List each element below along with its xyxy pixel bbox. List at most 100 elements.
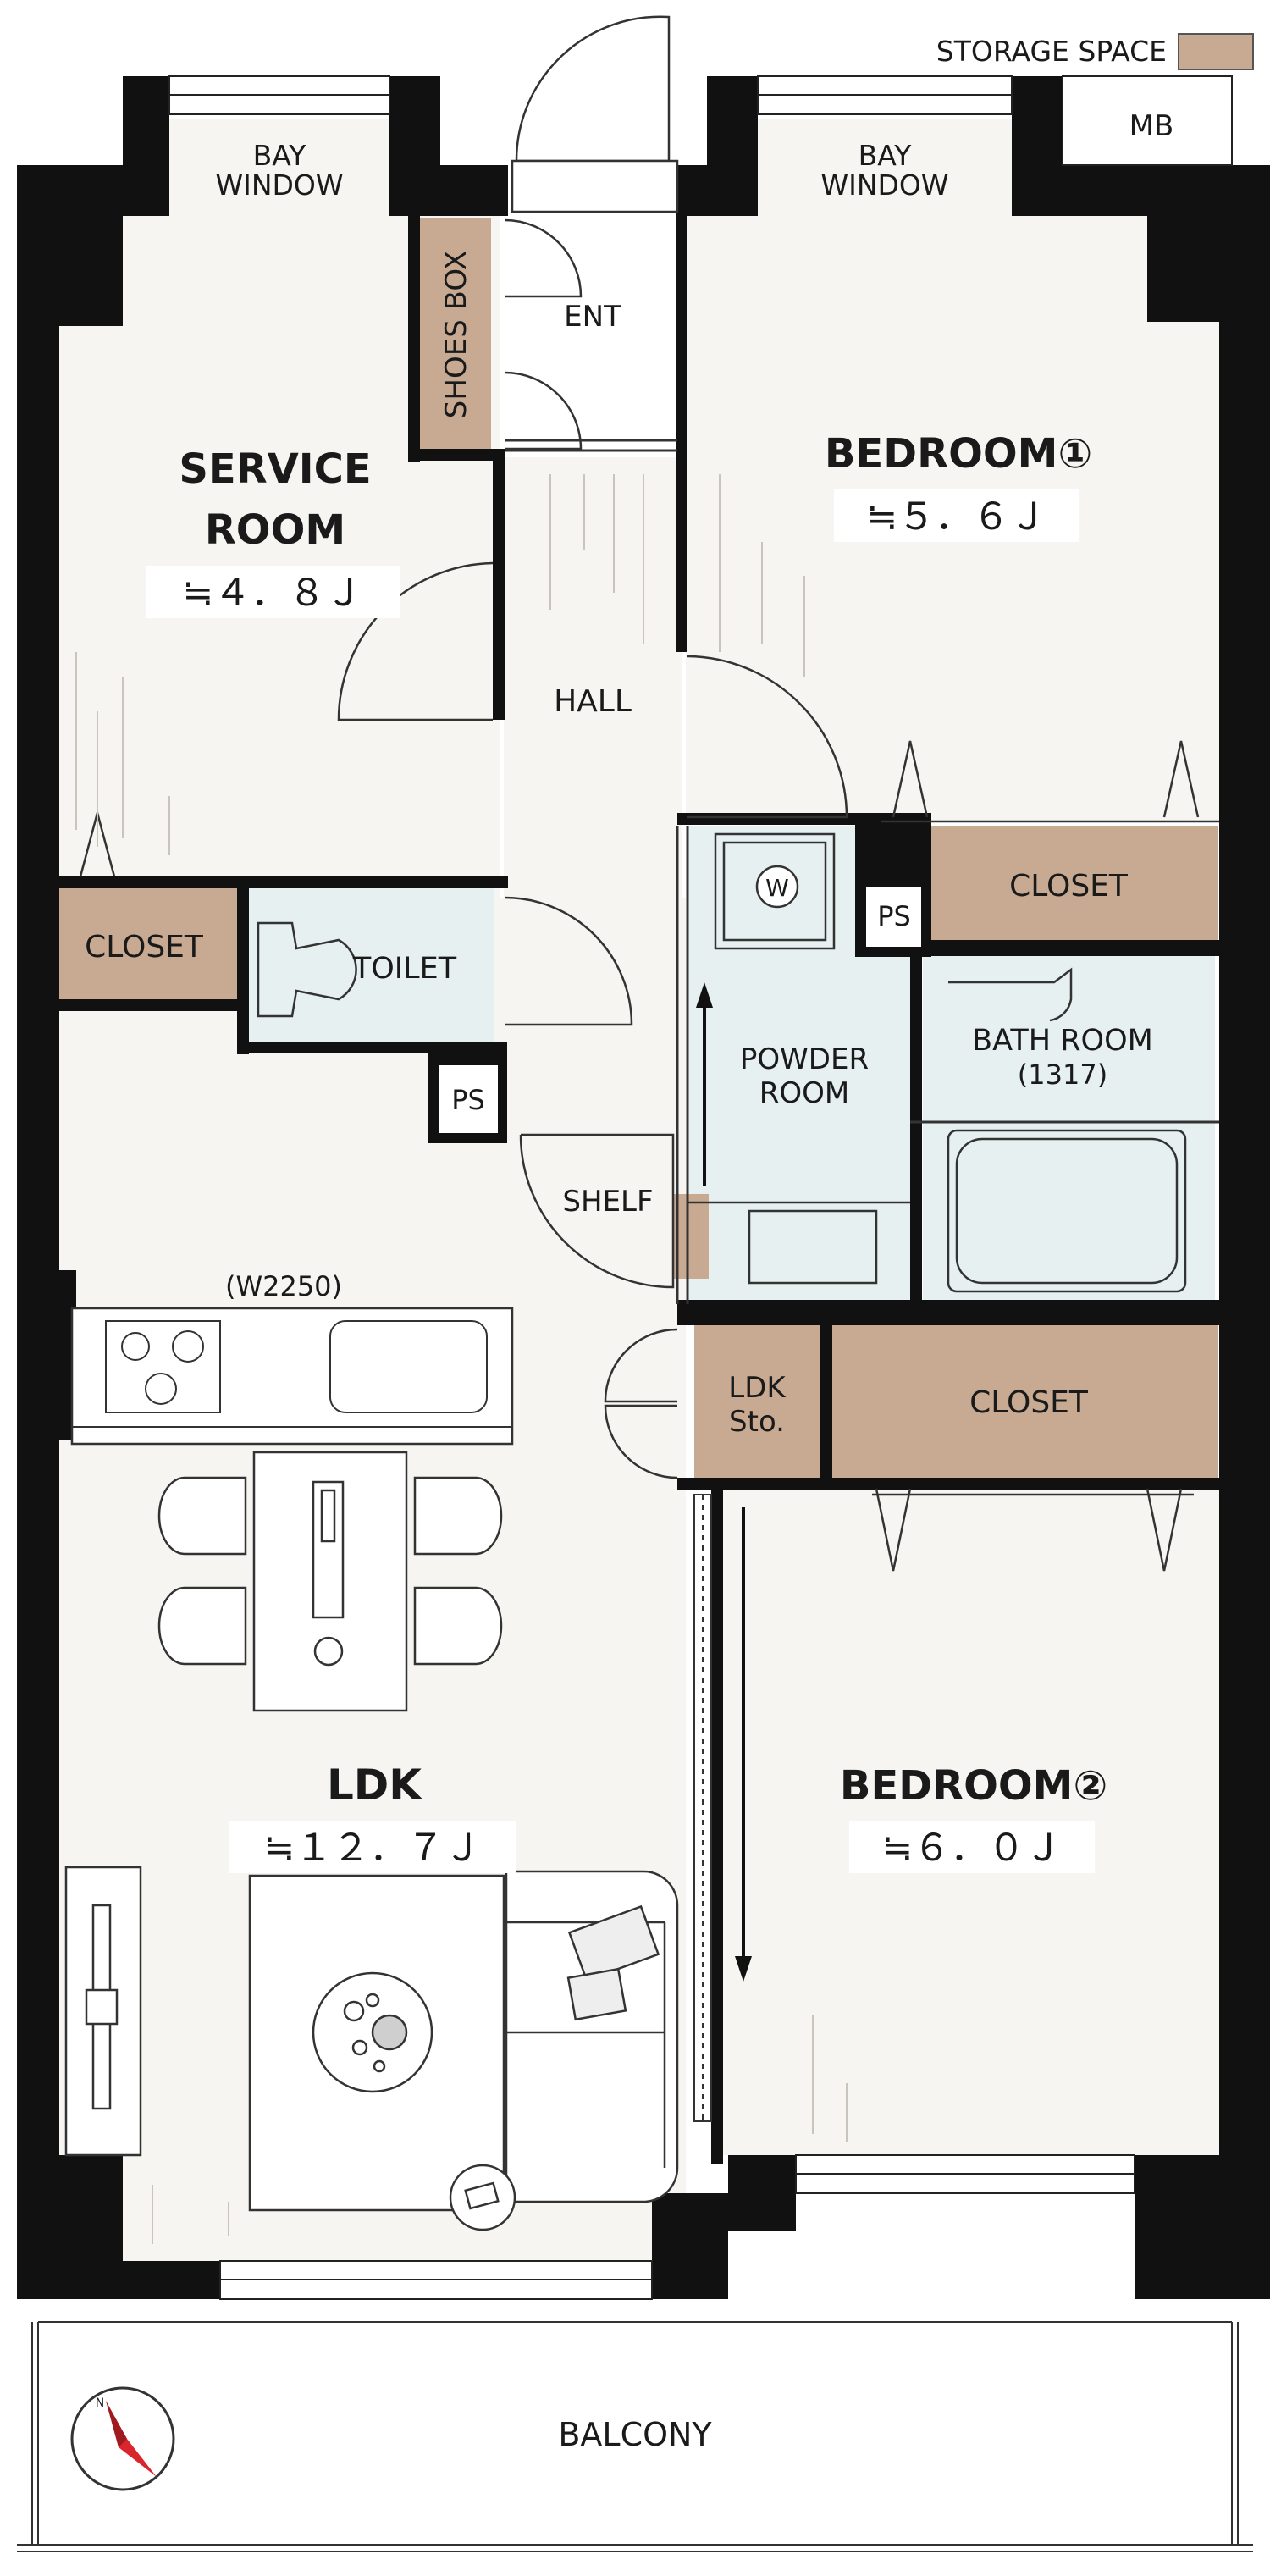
bath-room-size: (1317) xyxy=(1018,1059,1107,1091)
door-ldksto-b xyxy=(604,1404,678,1479)
door-shoes-b xyxy=(504,371,583,451)
service-room-area: ≒４．８Ｊ xyxy=(183,572,363,615)
wall-powder-bath xyxy=(910,944,922,1317)
powder-room-line2: ROOM xyxy=(759,1076,849,1110)
entrance-label: ENT xyxy=(564,300,621,334)
stove xyxy=(105,1320,221,1413)
bedroom2-area: ≒６．０Ｊ xyxy=(882,1827,1063,1870)
bay-right-floor xyxy=(754,119,1012,216)
door-entrance xyxy=(515,15,671,163)
powder-room-line1: POWDER xyxy=(740,1042,869,1076)
wall-wet-bottom xyxy=(677,1300,1228,1325)
floor-texture xyxy=(75,474,848,2244)
vanity xyxy=(748,1209,878,1285)
wall-toilet-top xyxy=(229,876,508,888)
closet-bedroom2 xyxy=(832,1325,1218,1478)
door-shoes-a xyxy=(504,218,583,298)
closet-bedroom2-label: CLOSET xyxy=(969,1385,1089,1420)
walls xyxy=(17,76,1270,2299)
toilet-label: TOILET xyxy=(352,952,457,986)
closet-service-label: CLOSET xyxy=(85,930,204,965)
wall-toilet-left xyxy=(237,876,249,1054)
wall-closet-service-top xyxy=(59,876,237,888)
door-bedroom1 xyxy=(687,655,848,819)
ldk-area: ≒１２．７Ｊ xyxy=(264,1827,482,1870)
kitchen-width-label: (W2250) xyxy=(225,1270,342,1302)
closet-bedroom1-label: CLOSET xyxy=(1009,869,1129,904)
hall-label: HALL xyxy=(554,684,632,719)
bay-window-right-line1: BAY xyxy=(859,139,913,172)
wall-closet2-bottom xyxy=(677,1478,1228,1490)
shelf-box xyxy=(673,1194,709,1279)
wall-bottom-right xyxy=(1135,2155,1270,2299)
wall-shoes-bottom xyxy=(408,449,505,461)
door-entrance-frame xyxy=(511,159,679,213)
thin-partitions xyxy=(505,439,1219,1304)
bay-window-left-line1: BAY xyxy=(253,139,307,172)
ldk-storage-line1: LDK xyxy=(728,1371,787,1405)
wall-right-pillar xyxy=(1147,165,1219,322)
wall-toilet-bottom xyxy=(237,1042,432,1053)
kitchen-counter xyxy=(70,1307,514,1446)
shoes-box-label: SHOES BOX xyxy=(439,251,473,418)
sofa xyxy=(505,1870,679,2203)
ldk-storage xyxy=(694,1325,820,1478)
bedroom2-name: BEDROOM② xyxy=(840,1762,1107,1810)
wall-powder-top xyxy=(677,813,881,825)
wall-left-pillar xyxy=(59,216,123,326)
wall-bottom-right2 xyxy=(728,2155,796,2231)
wall-left xyxy=(17,165,59,2299)
compass-letter: N xyxy=(96,2396,104,2410)
toilet-fixture xyxy=(257,921,357,1018)
wall-top-mid-left xyxy=(389,165,508,216)
bedroom2-floor xyxy=(720,1478,1219,2155)
sink xyxy=(329,1320,488,1413)
service-room-line1: SERVICE xyxy=(179,445,371,493)
door-shelf xyxy=(519,1133,675,1289)
washer-label: W xyxy=(765,874,789,902)
living-furniture xyxy=(64,1866,679,2231)
bay-left-floor xyxy=(165,119,394,216)
window-service-right xyxy=(1062,75,1233,166)
balcony-area xyxy=(17,2321,1253,2552)
sliding-door xyxy=(693,982,752,2122)
mb-label: MB xyxy=(1129,109,1174,143)
wall-hall-bed1 xyxy=(676,203,687,652)
dining-set xyxy=(157,1451,503,1712)
wall-right xyxy=(1219,165,1270,2299)
floor-areas xyxy=(59,119,1219,2261)
ldk-storage-line2: Sto. xyxy=(729,1405,785,1439)
ldk-name: LDK xyxy=(327,1761,423,1810)
bedroom1-area: ≒５．６Ｊ xyxy=(867,495,1047,539)
room-labels: BAY WINDOW BAY WINDOW SHOES BOX ENT SERV… xyxy=(85,139,1153,2453)
wall-closet-service-bottom xyxy=(59,999,246,1011)
wall-bottom-mid xyxy=(652,2193,728,2299)
wall-bed2-left xyxy=(711,1486,723,2164)
wall-closet1-bottom xyxy=(870,940,1226,952)
bath-room-label: BATH ROOM xyxy=(972,1024,1153,1058)
bedroom1-name: BEDROOM① xyxy=(825,430,1092,478)
wall-bay-left-a xyxy=(123,76,169,216)
service-room-line2: ROOM xyxy=(205,506,345,554)
entrance-floor xyxy=(500,216,677,445)
ps-powder-label: PS xyxy=(877,900,911,932)
wall-bottom-pillar-left xyxy=(59,2155,123,2299)
wall-ldksto-right xyxy=(820,1325,832,1478)
washer-icon xyxy=(755,865,799,909)
north-arrow-icon: N xyxy=(70,2386,175,2491)
bay-window-left-line2: WINDOW xyxy=(215,169,343,202)
bay-window-right-line2: WINDOW xyxy=(820,169,948,202)
legend: STORAGE SPACE MB xyxy=(936,33,1254,143)
wall-top-entrance-right xyxy=(677,165,758,216)
door-toilet xyxy=(504,896,633,1026)
wall-shoes-box xyxy=(408,216,420,462)
legend-storage-label: STORAGE SPACE xyxy=(936,35,1167,68)
closet-doors xyxy=(79,740,1219,1572)
wall-top-left xyxy=(17,165,127,216)
balcony-label: BALCONY xyxy=(558,2416,712,2453)
ps-toilet-label: PS xyxy=(451,1084,485,1116)
windows xyxy=(168,75,1233,2300)
shoes-box xyxy=(419,218,491,449)
legend-storage-swatch xyxy=(1178,33,1254,70)
